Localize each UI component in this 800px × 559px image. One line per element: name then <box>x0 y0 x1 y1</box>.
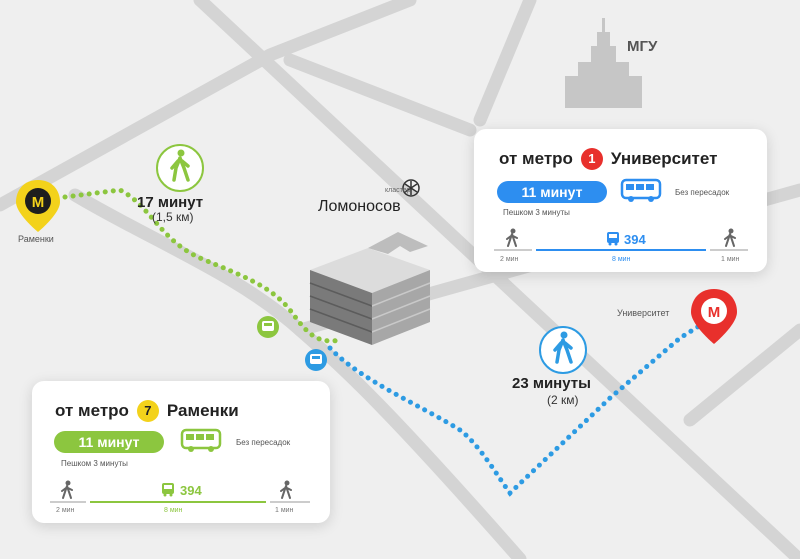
walk-small-icon <box>506 228 518 247</box>
walk-west-duration: 17 минут <box>137 194 204 211</box>
station-university-label: Университет <box>617 308 670 318</box>
ride-segment <box>536 249 706 251</box>
bus-route-number: 394 <box>624 232 646 247</box>
bus-small-icon <box>162 483 174 497</box>
cluster-name-label: Ломоносов <box>318 198 401 215</box>
cluster-logo-icon <box>402 179 420 197</box>
walk-small-icon <box>724 228 736 247</box>
card-ramenki-title: от метро 7 Раменки <box>55 400 239 422</box>
walk-segment-before <box>494 249 532 251</box>
bus-icon <box>180 428 222 452</box>
card-ramenki-prefix: от метро <box>55 401 129 420</box>
walk-route-university <box>327 315 715 497</box>
bus-small-icon <box>607 232 619 246</box>
walk-after-time: 1 мин <box>275 507 294 514</box>
walk-note-label: Пешком 3 минуты <box>503 208 570 217</box>
bus-time-pill: 11 минут <box>497 181 607 203</box>
walk-east-distance: (2 км) <box>547 393 579 407</box>
station-ramenki-label: Раменки <box>18 234 54 244</box>
msu-building-icon <box>565 18 642 108</box>
svg-text:М: М <box>708 304 721 321</box>
walk-west-distance: (1,5 км) <box>152 210 194 224</box>
walk-before-time: 2 мин <box>56 507 75 514</box>
bus-icon <box>620 178 662 202</box>
bus-stop-blue-icon[interactable] <box>305 349 327 371</box>
bus-stop-green-icon[interactable] <box>257 316 279 338</box>
walk-note-label: Пешком 3 минуты <box>61 459 128 468</box>
metro-line-badge: 1 <box>580 148 603 170</box>
walk-segment-after <box>270 501 310 503</box>
cluster-building-icon <box>309 232 431 345</box>
bus-time-pill: 11 минут <box>54 431 164 453</box>
card-university[interactable]: от метро 1 Университет 11 минут Без пере… <box>474 129 767 272</box>
transfer-label: Без пересадок <box>675 188 730 197</box>
ride-time: 8 мин <box>612 256 631 263</box>
metro-line-badge: 7 <box>136 400 159 422</box>
msu-label: МГУ <box>627 38 658 55</box>
metro-pin-university-icon[interactable]: М <box>691 289 737 344</box>
card-ramenki-station: Раменки <box>166 401 239 420</box>
ride-time: 8 мин <box>164 507 183 514</box>
walk-after-time: 1 мин <box>721 256 740 263</box>
walk-small-icon <box>61 480 73 499</box>
card-university-title: от метро 1 Университет <box>499 148 717 170</box>
ride-segment <box>90 501 266 503</box>
walk-circle-blue-icon <box>539 326 587 374</box>
metro-pin-ramenki-icon[interactable]: М <box>16 180 60 232</box>
walk-small-icon <box>280 480 292 499</box>
walk-route-ramenki <box>62 187 343 344</box>
svg-text:М: М <box>32 194 45 211</box>
walk-before-time: 2 мин <box>500 256 519 263</box>
cluster-small-label: кластер <box>385 187 411 194</box>
card-university-prefix: от метро <box>499 149 573 168</box>
bus-route-number: 394 <box>180 483 202 498</box>
walk-east-duration: 23 минуты <box>512 375 591 392</box>
walk-segment-after <box>710 249 748 251</box>
card-ramenki[interactable]: от метро 7 Раменки 11 минут Без пересадо… <box>32 381 330 523</box>
walk-segment-before <box>50 501 86 503</box>
card-university-station: Университет <box>610 149 718 168</box>
walk-circle-green-icon <box>156 144 204 192</box>
transfer-label: Без пересадок <box>236 438 291 447</box>
